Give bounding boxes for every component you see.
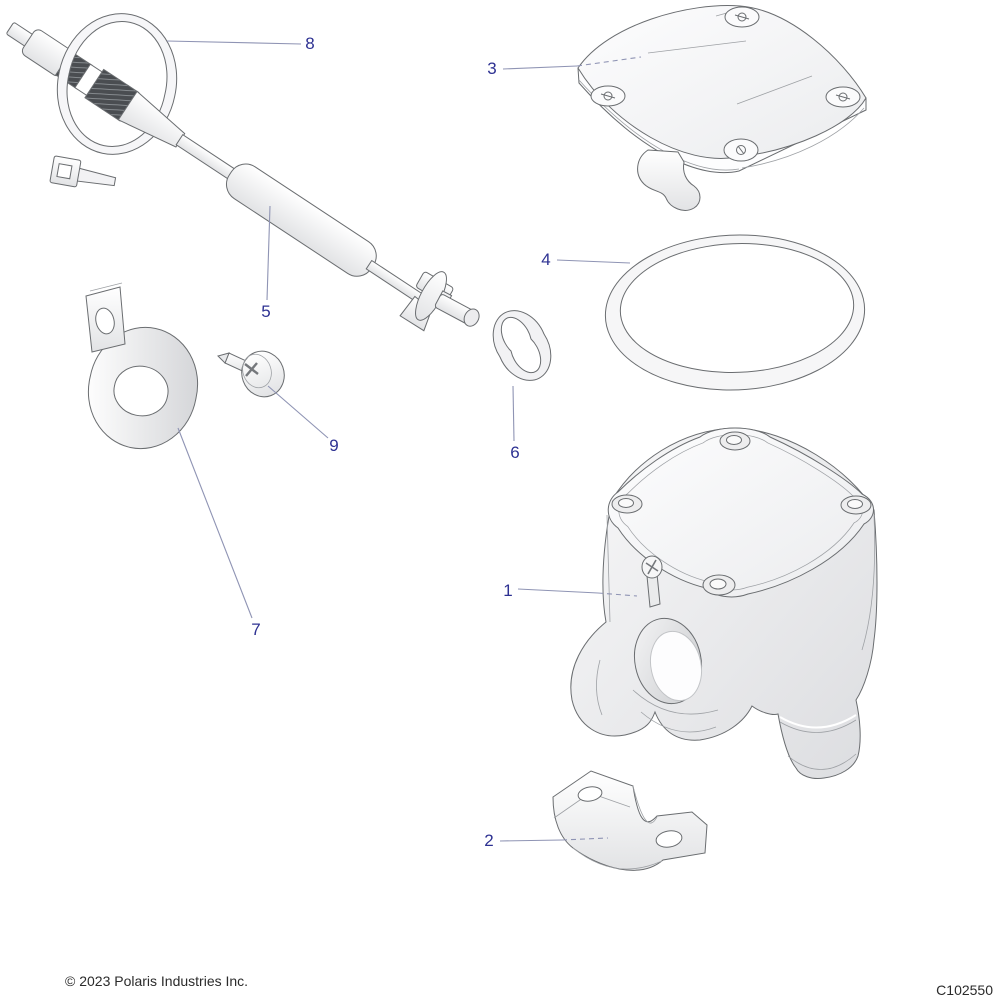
cable-pin-cap [463, 308, 480, 327]
callout-number-9: 9 [329, 436, 338, 455]
part-cover-seal [604, 234, 866, 391]
leader-line-2 [499, 839, 563, 842]
cable-barrel [225, 163, 377, 277]
callout-7: 7 [177, 427, 261, 639]
part-small-oring [492, 310, 552, 381]
leader-line-1 [517, 588, 599, 594]
clamp-hole-left [577, 786, 603, 802]
cable-end-fitting [399, 271, 480, 332]
cable-tie-tail [75, 167, 117, 187]
part-throttle-cable [6, 13, 480, 332]
cable-tie-loop [56, 13, 178, 155]
part-cable-clamp [85, 282, 199, 450]
callout-number-7: 7 [251, 620, 260, 639]
leader-line-3 [502, 65, 578, 70]
callout-number-8: 8 [305, 34, 314, 53]
callout-number-3: 3 [487, 59, 496, 78]
screw-tip [217, 352, 230, 364]
callout-5: 5 [261, 205, 271, 321]
clamp-tab-hole [95, 307, 115, 335]
callout-9: 9 [267, 385, 339, 455]
screw-head [241, 350, 285, 398]
cover-latch-tab [637, 149, 701, 211]
leader-line-4 [556, 259, 631, 264]
leader-line-6 [512, 385, 515, 442]
housing-counterbores [611, 431, 872, 596]
housing-top-plate [607, 427, 874, 598]
callout-number-4: 4 [541, 250, 550, 269]
screw-phillips-recess [244, 362, 259, 377]
callout-number-6: 6 [510, 443, 519, 462]
part-housing-cover [577, 5, 867, 211]
leader-line-9 [267, 385, 329, 439]
leader-line-7 [177, 427, 253, 619]
handlebar-bore-inner [649, 630, 703, 702]
callout-8: 8 [166, 34, 315, 53]
copyright-text: © 2023 Polaris Industries Inc. [65, 973, 248, 989]
clamp-band-loop [87, 326, 199, 450]
housing-side-screw [641, 555, 663, 608]
part-screw [217, 350, 285, 398]
callout-number-5: 5 [261, 302, 270, 321]
cover-seal-ring [604, 234, 866, 391]
cable-cone-adapter [117, 90, 186, 148]
callout-4: 4 [541, 250, 631, 269]
callout-number-2: 2 [484, 831, 493, 850]
clamp-half-body [552, 770, 708, 871]
cover-screw-recesses [590, 6, 861, 162]
leader-line-5 [266, 205, 271, 301]
diagram-code: C102550 [936, 982, 993, 998]
callouts: 1 2 3 4 5 6 7 8 [166, 34, 642, 850]
callout-2: 2 [484, 831, 609, 850]
callout-1: 1 [503, 581, 638, 600]
callout-number-1: 1 [503, 581, 512, 600]
part-throttle-block [570, 427, 878, 779]
small-oring-ring [492, 310, 552, 381]
cable-conduit [175, 134, 239, 182]
part-handlebar-clamp [552, 770, 708, 871]
leader-line-8 [166, 40, 302, 45]
clamp-hole-right [655, 830, 683, 848]
cable-tie-head [49, 155, 117, 188]
cover-face [577, 5, 867, 159]
callout-3: 3 [487, 56, 642, 78]
callout-6: 6 [510, 385, 520, 462]
